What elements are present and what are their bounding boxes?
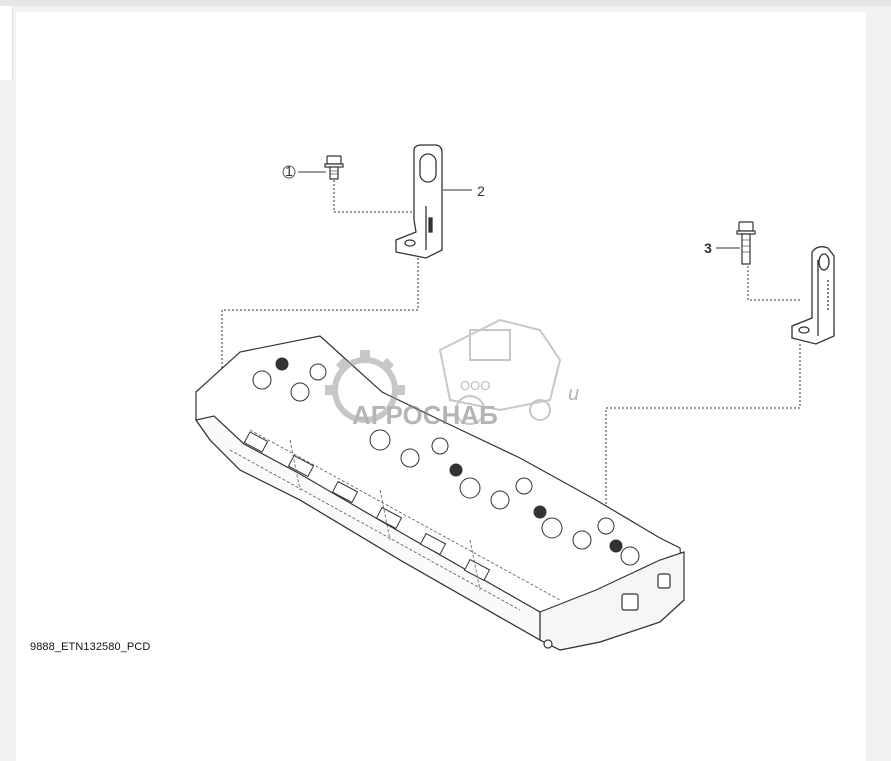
watermark-extra: u [568, 383, 579, 405]
leader-bolt-1 [333, 180, 414, 213]
bracket-3 [791, 246, 835, 345]
leader-bolt-3 [747, 266, 800, 301]
hidden-lines [229, 429, 561, 611]
callout-1-label: 1 [285, 163, 293, 179]
diagram-sheet [16, 12, 866, 761]
intake-ports [243, 431, 491, 582]
watermark: ООО АГРОСНАБ u [325, 318, 579, 430]
top-strip [0, 0, 891, 6]
callout-2: 2 [443, 183, 485, 199]
bracket-2 [395, 144, 443, 259]
leader-bracket-2 [221, 258, 419, 400]
bolt-3 [736, 221, 756, 265]
callout-2-label: 2 [477, 183, 485, 199]
watermark-name: АГРОСНАБ [352, 400, 498, 430]
callout-3: 3 [704, 240, 740, 256]
callout-1: 1 [282, 163, 326, 179]
leader-bracket-3 [605, 344, 801, 505]
diagram-caption: 9888_ETN132580_PCD [30, 641, 151, 653]
valve-bosses [252, 357, 640, 566]
watermark-prefix: ООО [460, 378, 490, 393]
bolt-1 [324, 155, 344, 180]
callout-3-label: 3 [704, 240, 712, 256]
cylinder-head [194, 335, 685, 651]
left-panel-tab [0, 6, 13, 80]
gear-teeth-icon [325, 350, 405, 395]
harvester-icon [438, 318, 562, 425]
